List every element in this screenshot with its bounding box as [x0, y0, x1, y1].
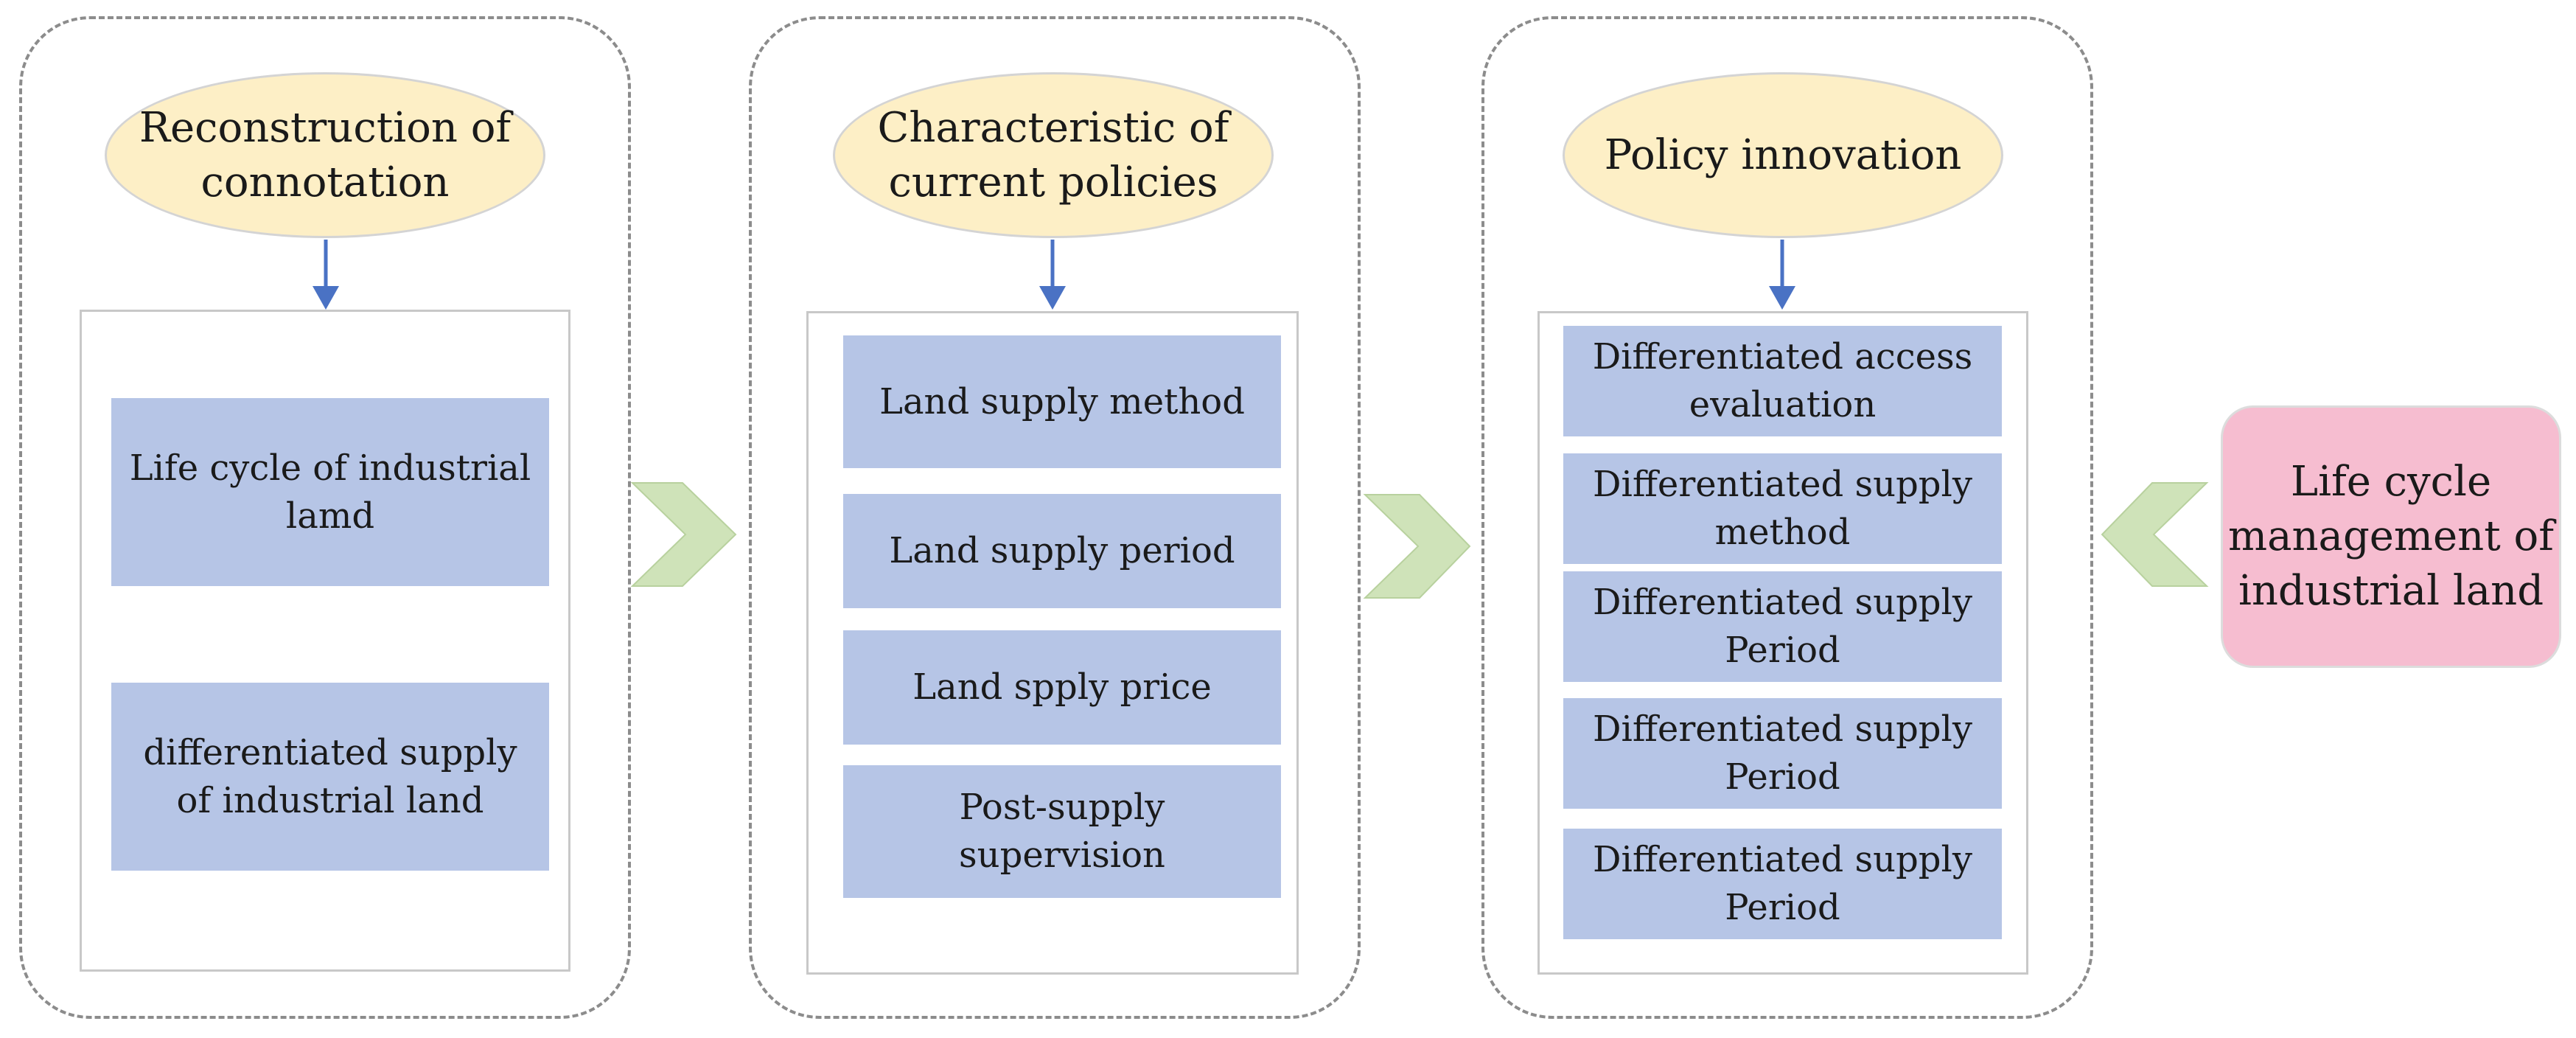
- chevron-right-icon: [1363, 494, 1471, 599]
- item-land-supply-method: Land supply method: [843, 335, 1281, 468]
- item-land-supply-period: Land supply period: [843, 494, 1281, 608]
- item-life-cycle: Life cycle of industrial lamd: [111, 398, 549, 586]
- heading-policy-innovation: Policy innovation: [1563, 72, 2003, 238]
- item-differentiated-supply: differentiated supply of industrial land: [111, 683, 549, 871]
- heading-current-policies: Characteristic of current policies: [833, 72, 1274, 238]
- item-access-evaluation: Differentiated access evaluation: [1563, 326, 2002, 436]
- chevron-right-icon: [630, 482, 737, 587]
- down-arrow-2: [1039, 240, 1066, 310]
- panel-reconstruction: [19, 16, 631, 1019]
- side-box-life-cycle-management: Life cycle management of industrial land: [2221, 405, 2561, 668]
- item-post-supply-supervision: Post-supply supervision: [843, 765, 1281, 898]
- chevron-left-icon: [2101, 482, 2209, 587]
- heading-reconstruction: Reconstruction of connotation: [105, 72, 545, 238]
- panel-current-policies: [749, 16, 1361, 1019]
- item-supply-period-2: Differentiated supply Period: [1563, 698, 2002, 809]
- down-arrow-1: [313, 240, 339, 310]
- item-land-supply-price: Land spply price: [843, 630, 1281, 745]
- panel-policy-innovation: [1481, 16, 2093, 1019]
- down-arrow-3: [1769, 240, 1795, 310]
- item-supply-method: Differentiated supply method: [1563, 453, 2002, 564]
- item-supply-period-1: Differentiated supply Period: [1563, 571, 2002, 682]
- item-supply-period-3: Differentiated supply Period: [1563, 829, 2002, 939]
